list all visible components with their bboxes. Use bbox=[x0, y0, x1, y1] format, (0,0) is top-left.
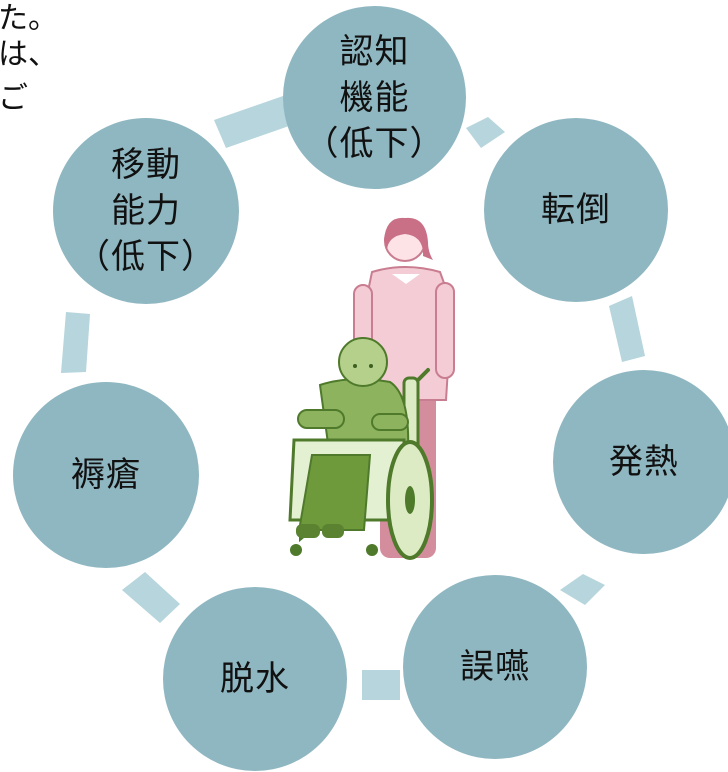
wheelchair-push-handle bbox=[416, 368, 430, 382]
node-bedsore: 褥瘡 bbox=[13, 382, 199, 568]
patient-foot-2 bbox=[322, 524, 344, 538]
node-fever: 発熱 bbox=[553, 370, 728, 554]
node-cognitive-decline: 認知 機能 （低下） bbox=[283, 6, 466, 189]
caregiver-right-arm bbox=[435, 282, 455, 379]
wheelchair-caster-right bbox=[366, 544, 378, 556]
patient-arm bbox=[297, 409, 345, 429]
wheelchair-illustration bbox=[288, 337, 434, 560]
patient-eye-right bbox=[369, 364, 373, 368]
cycle-connectors bbox=[61, 96, 645, 700]
connector-aspiration-dehydration bbox=[362, 670, 400, 700]
connector-bedsore-mobility bbox=[61, 312, 90, 373]
connector-falls-fever bbox=[609, 296, 645, 362]
node-falls-label: 転倒 bbox=[541, 190, 611, 230]
patient-head bbox=[338, 337, 388, 387]
wheelchair-wheel-hub bbox=[405, 486, 415, 514]
node-cognitive-decline-label: 認知 機能 （低下） bbox=[304, 31, 445, 164]
node-fever-label: 発熱 bbox=[609, 442, 679, 482]
node-mobility-decline-label: 移動 能力 （低下） bbox=[76, 145, 216, 277]
caregiver-collar bbox=[392, 274, 420, 284]
patient-foot bbox=[296, 524, 320, 538]
patient-eye-left bbox=[353, 364, 357, 368]
node-dehydration-label: 脱水 bbox=[220, 659, 290, 699]
text-fragment-2: は、 bbox=[0, 37, 58, 72]
node-aspiration: 誤嚥 bbox=[403, 575, 587, 759]
connector-cognitive-falls bbox=[466, 117, 505, 148]
patient-right-arm bbox=[371, 413, 409, 431]
connector-dehydration-bedsore bbox=[122, 572, 180, 623]
wheelchair-caster-left bbox=[290, 544, 302, 556]
text-fragment-3: ご bbox=[0, 81, 28, 116]
node-aspiration-label: 誤嚥 bbox=[460, 647, 530, 687]
connector-fever-aspiration bbox=[560, 574, 605, 605]
node-falls: 転倒 bbox=[484, 118, 668, 302]
text-fragment-1: た。 bbox=[0, 1, 58, 36]
connector-mobility-cognitive bbox=[214, 96, 289, 148]
patient-torso bbox=[318, 378, 410, 460]
node-mobility-decline: 移動 能力 （低下） bbox=[53, 118, 239, 304]
node-bedsore-label: 褥瘡 bbox=[71, 455, 141, 495]
caregiver-hair bbox=[384, 217, 433, 260]
node-dehydration: 脱水 bbox=[163, 587, 347, 771]
